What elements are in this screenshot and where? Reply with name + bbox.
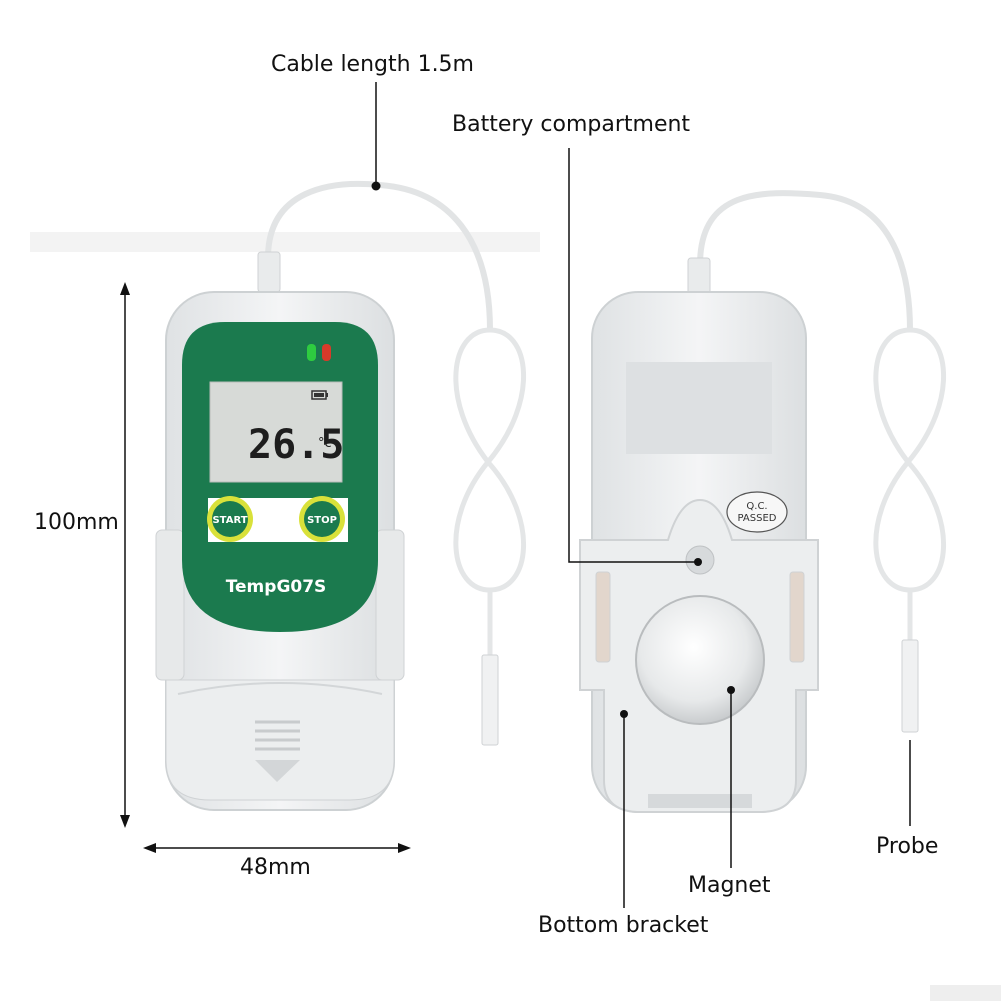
battery-compartment-label: Battery compartment	[452, 112, 691, 137]
left-cable-strain-relief	[257, 251, 281, 293]
bracket-slot-left	[595, 571, 611, 663]
battery-callout-line	[568, 148, 698, 563]
lcd-temperature: 26.5	[248, 422, 344, 468]
left-bracket-side-right	[375, 529, 405, 681]
bracket-slot-right	[789, 571, 805, 663]
slide-arrow-icon	[255, 760, 300, 782]
stop-button-label: STOP	[307, 515, 337, 526]
green-led	[307, 344, 316, 361]
start-button-label: START	[212, 515, 247, 526]
right-probe-tip	[901, 639, 919, 733]
cable-callout-dot	[371, 181, 381, 191]
qc-sticker	[726, 491, 788, 533]
right-cable-strain-relief	[687, 257, 711, 297]
bracket-foot	[648, 794, 752, 808]
left-bracket-side-left	[155, 529, 185, 681]
back-label-area	[626, 362, 772, 454]
slide-grip-lines	[255, 720, 300, 751]
stop-button[interactable]	[304, 501, 340, 537]
magnet-disc	[635, 595, 765, 725]
left-cable-coil	[453, 327, 526, 660]
lcd-unit: °c	[318, 436, 332, 451]
cable-length-label: Cable length 1.5m	[271, 52, 474, 77]
probe-label: Probe	[876, 834, 939, 859]
start-button[interactable]	[212, 501, 248, 537]
height-label: 100mm	[34, 510, 119, 535]
qc-line2: PASSED	[738, 513, 777, 524]
magnet-label: Magnet	[688, 873, 771, 898]
watermark-band	[30, 232, 540, 252]
left-probe-tip	[481, 654, 499, 746]
red-led	[322, 344, 331, 361]
right-cable-coil	[873, 327, 946, 650]
width-label: 48mm	[240, 855, 311, 880]
right-cable	[697, 190, 913, 331]
model-name: TempG07S	[226, 577, 327, 597]
bottom-bracket-label: Bottom bracket	[538, 913, 709, 938]
qc-line1: Q.C.	[746, 501, 767, 512]
